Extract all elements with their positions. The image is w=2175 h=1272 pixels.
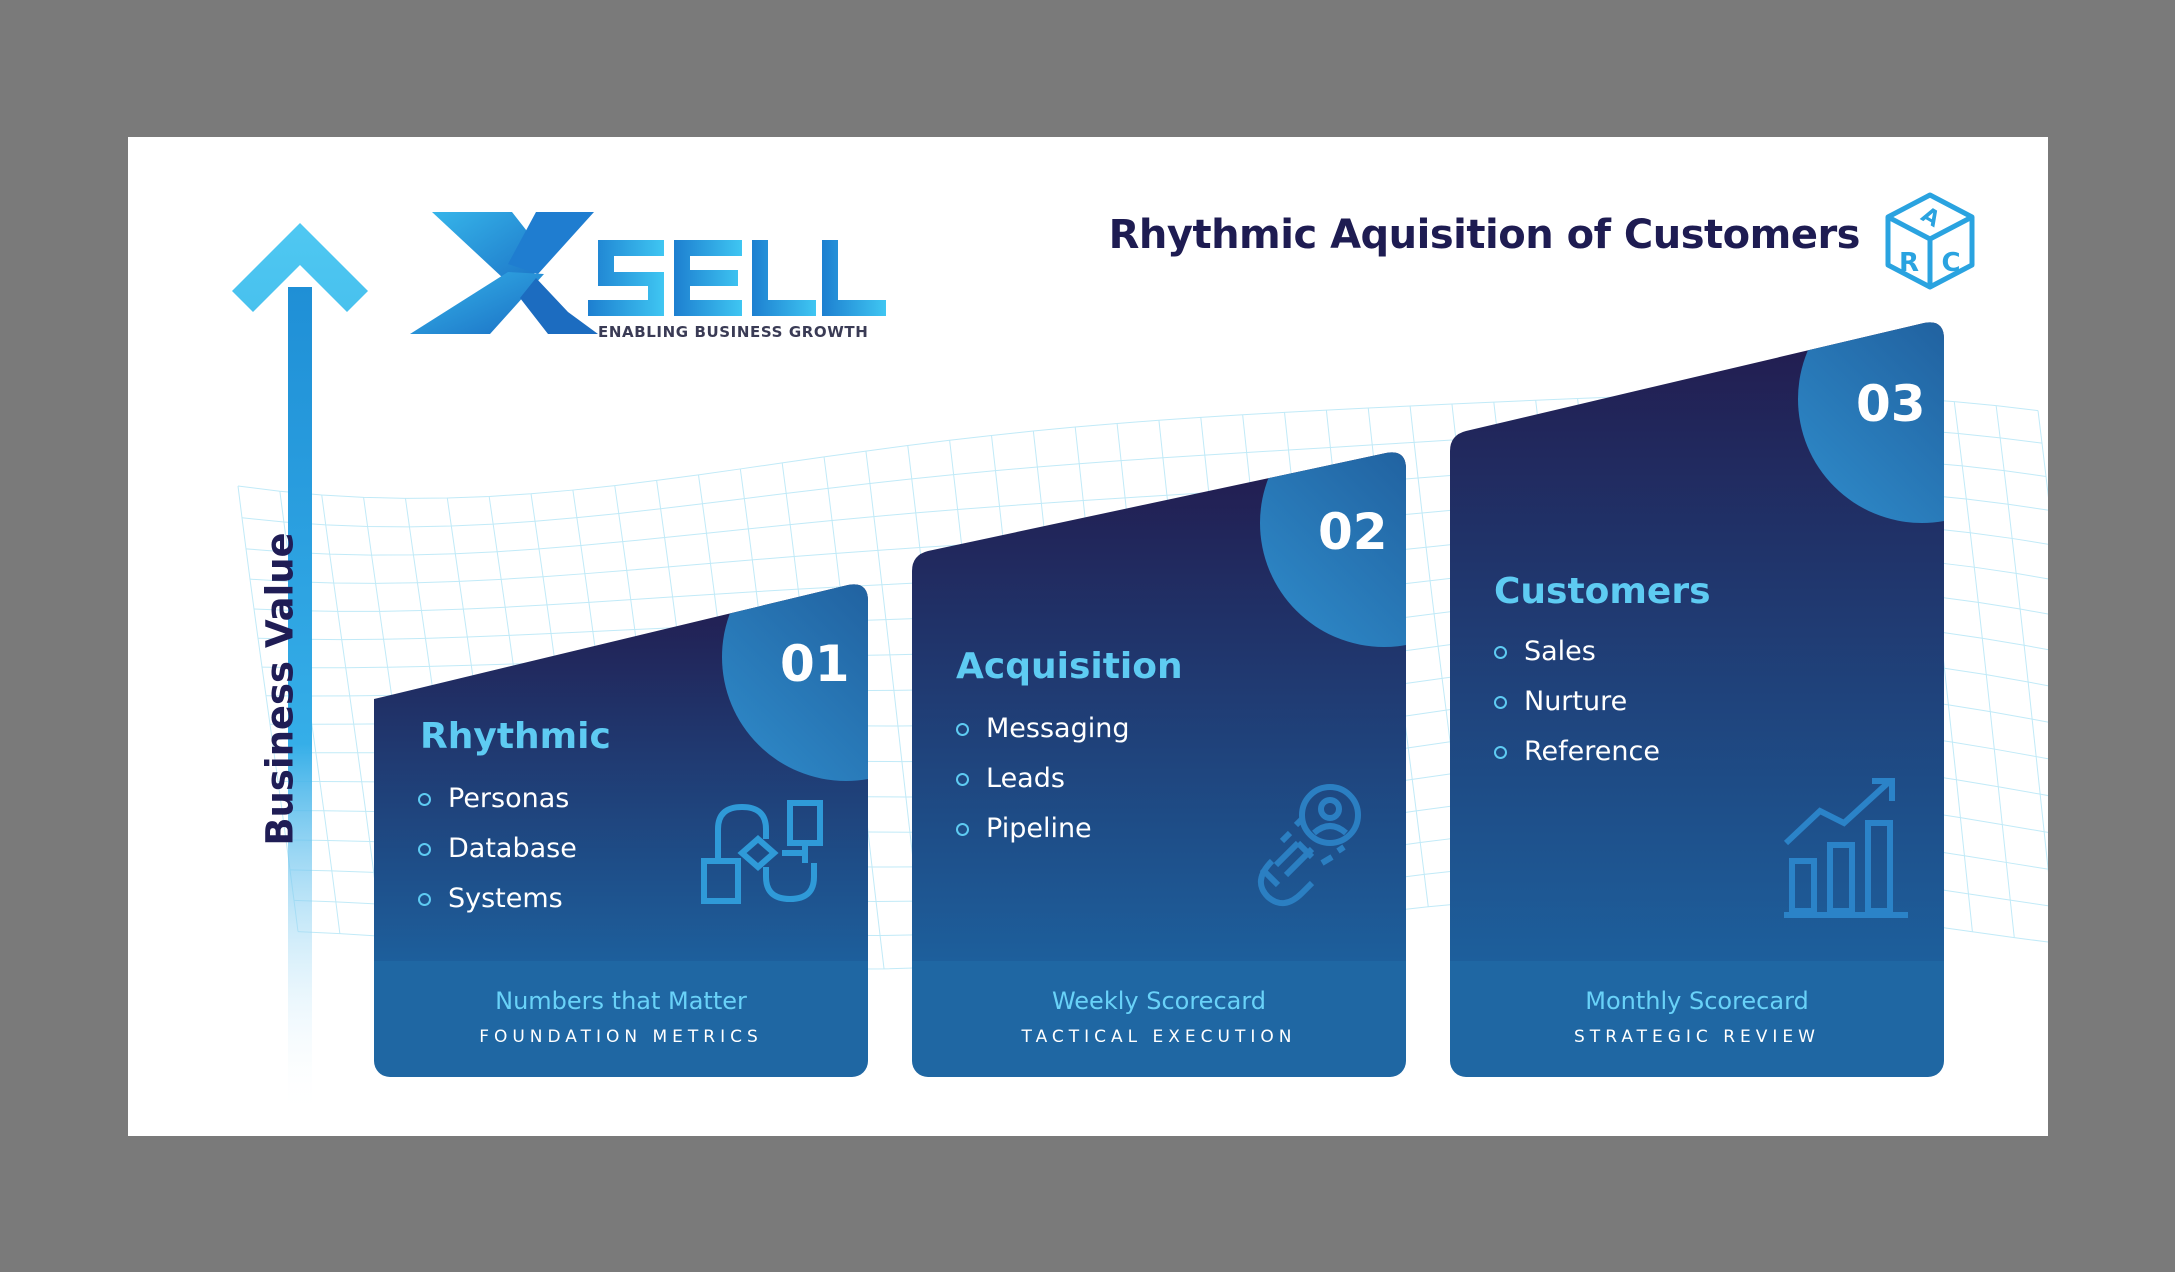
arc-cube-icon: A R C (1885, 192, 1975, 290)
page-title: Rhythmic Aquisition of Customers (1108, 212, 1861, 258)
card-footer: Numbers that Matter FOUNDATION METRICS (374, 961, 868, 1077)
card-rhythmic: 01 Rhythmic Personas Database Systems (374, 583, 868, 1077)
list-item-label: Reference (1524, 736, 1660, 767)
bullet-circle-icon (1494, 696, 1507, 709)
bullet-circle-icon (1494, 746, 1507, 759)
slide: Business Value (128, 137, 2048, 1136)
growth-chart-icon (1783, 778, 1908, 918)
card-customers: 03 Customers Sales Nurture Reference M (1450, 321, 1944, 1077)
footer-title: Numbers that Matter (495, 987, 747, 1015)
step-number: 01 (780, 635, 850, 693)
business-value-arrow (232, 223, 368, 1117)
list-item-label: Messaging (986, 713, 1130, 744)
flow-process-icon (701, 800, 823, 904)
list-item: Reference (1494, 727, 1660, 777)
list-item: Database (418, 824, 577, 874)
card-acquisition: 02 Acquisition Messaging Leads Pipeline (912, 451, 1406, 1077)
list-item-label: Leads (986, 763, 1065, 794)
card-item-list: Sales Nurture Reference (1494, 627, 1660, 777)
arc-letter-r: R (1899, 248, 1919, 278)
card-panel (374, 584, 868, 961)
list-item-label: Systems (448, 883, 563, 914)
list-item-label: Database (448, 833, 577, 864)
list-item: Personas (418, 774, 577, 824)
list-item: Leads (956, 754, 1129, 804)
axis-label: Business Value (258, 532, 302, 846)
logo-tagline: ENABLING BUSINESS GROWTH (598, 323, 869, 341)
footer-subtitle: STRATEGIC REVIEW (1574, 1027, 1820, 1047)
bullet-circle-icon (956, 723, 969, 736)
bullet-circle-icon (418, 893, 431, 906)
bullet-circle-icon (418, 843, 431, 856)
magnet-user-icon (1258, 784, 1361, 906)
list-item-label: Sales (1524, 636, 1596, 667)
card-heading: Customers (1494, 571, 1711, 612)
card-item-list: Messaging Leads Pipeline (956, 704, 1129, 854)
bullet-circle-icon (956, 823, 969, 836)
card-item-list: Personas Database Systems (418, 774, 577, 924)
arc-letter-a: A (1917, 202, 1944, 232)
card-footer: Monthly Scorecard STRATEGIC REVIEW (1450, 961, 1944, 1077)
card-footer: Weekly Scorecard TACTICAL EXECUTION (912, 961, 1406, 1077)
list-item-label: Nurture (1524, 686, 1628, 717)
card-panel (912, 452, 1406, 961)
footer-title: Monthly Scorecard (1585, 987, 1809, 1015)
bullet-circle-icon (956, 773, 969, 786)
card-panel (1450, 322, 1944, 961)
card-heading: Rhythmic (420, 716, 611, 757)
list-item-label: Pipeline (986, 813, 1092, 844)
list-item: Sales (1494, 627, 1660, 677)
card-heading: Acquisition (956, 646, 1183, 687)
bullet-circle-icon (418, 793, 431, 806)
footer-subtitle: FOUNDATION METRICS (479, 1027, 763, 1047)
arc-letter-c: C (1941, 248, 1960, 278)
list-item: Nurture (1494, 677, 1660, 727)
footer-title: Weekly Scorecard (1051, 987, 1267, 1015)
step-number: 02 (1318, 503, 1388, 561)
list-item: Systems (418, 874, 577, 924)
xsell-logo (410, 212, 886, 334)
list-item-label: Personas (448, 783, 570, 814)
bullet-circle-icon (1494, 646, 1507, 659)
list-item: Messaging (956, 704, 1129, 754)
list-item: Pipeline (956, 804, 1129, 854)
step-number: 03 (1856, 375, 1926, 433)
footer-subtitle: TACTICAL EXECUTION (1021, 1027, 1297, 1047)
